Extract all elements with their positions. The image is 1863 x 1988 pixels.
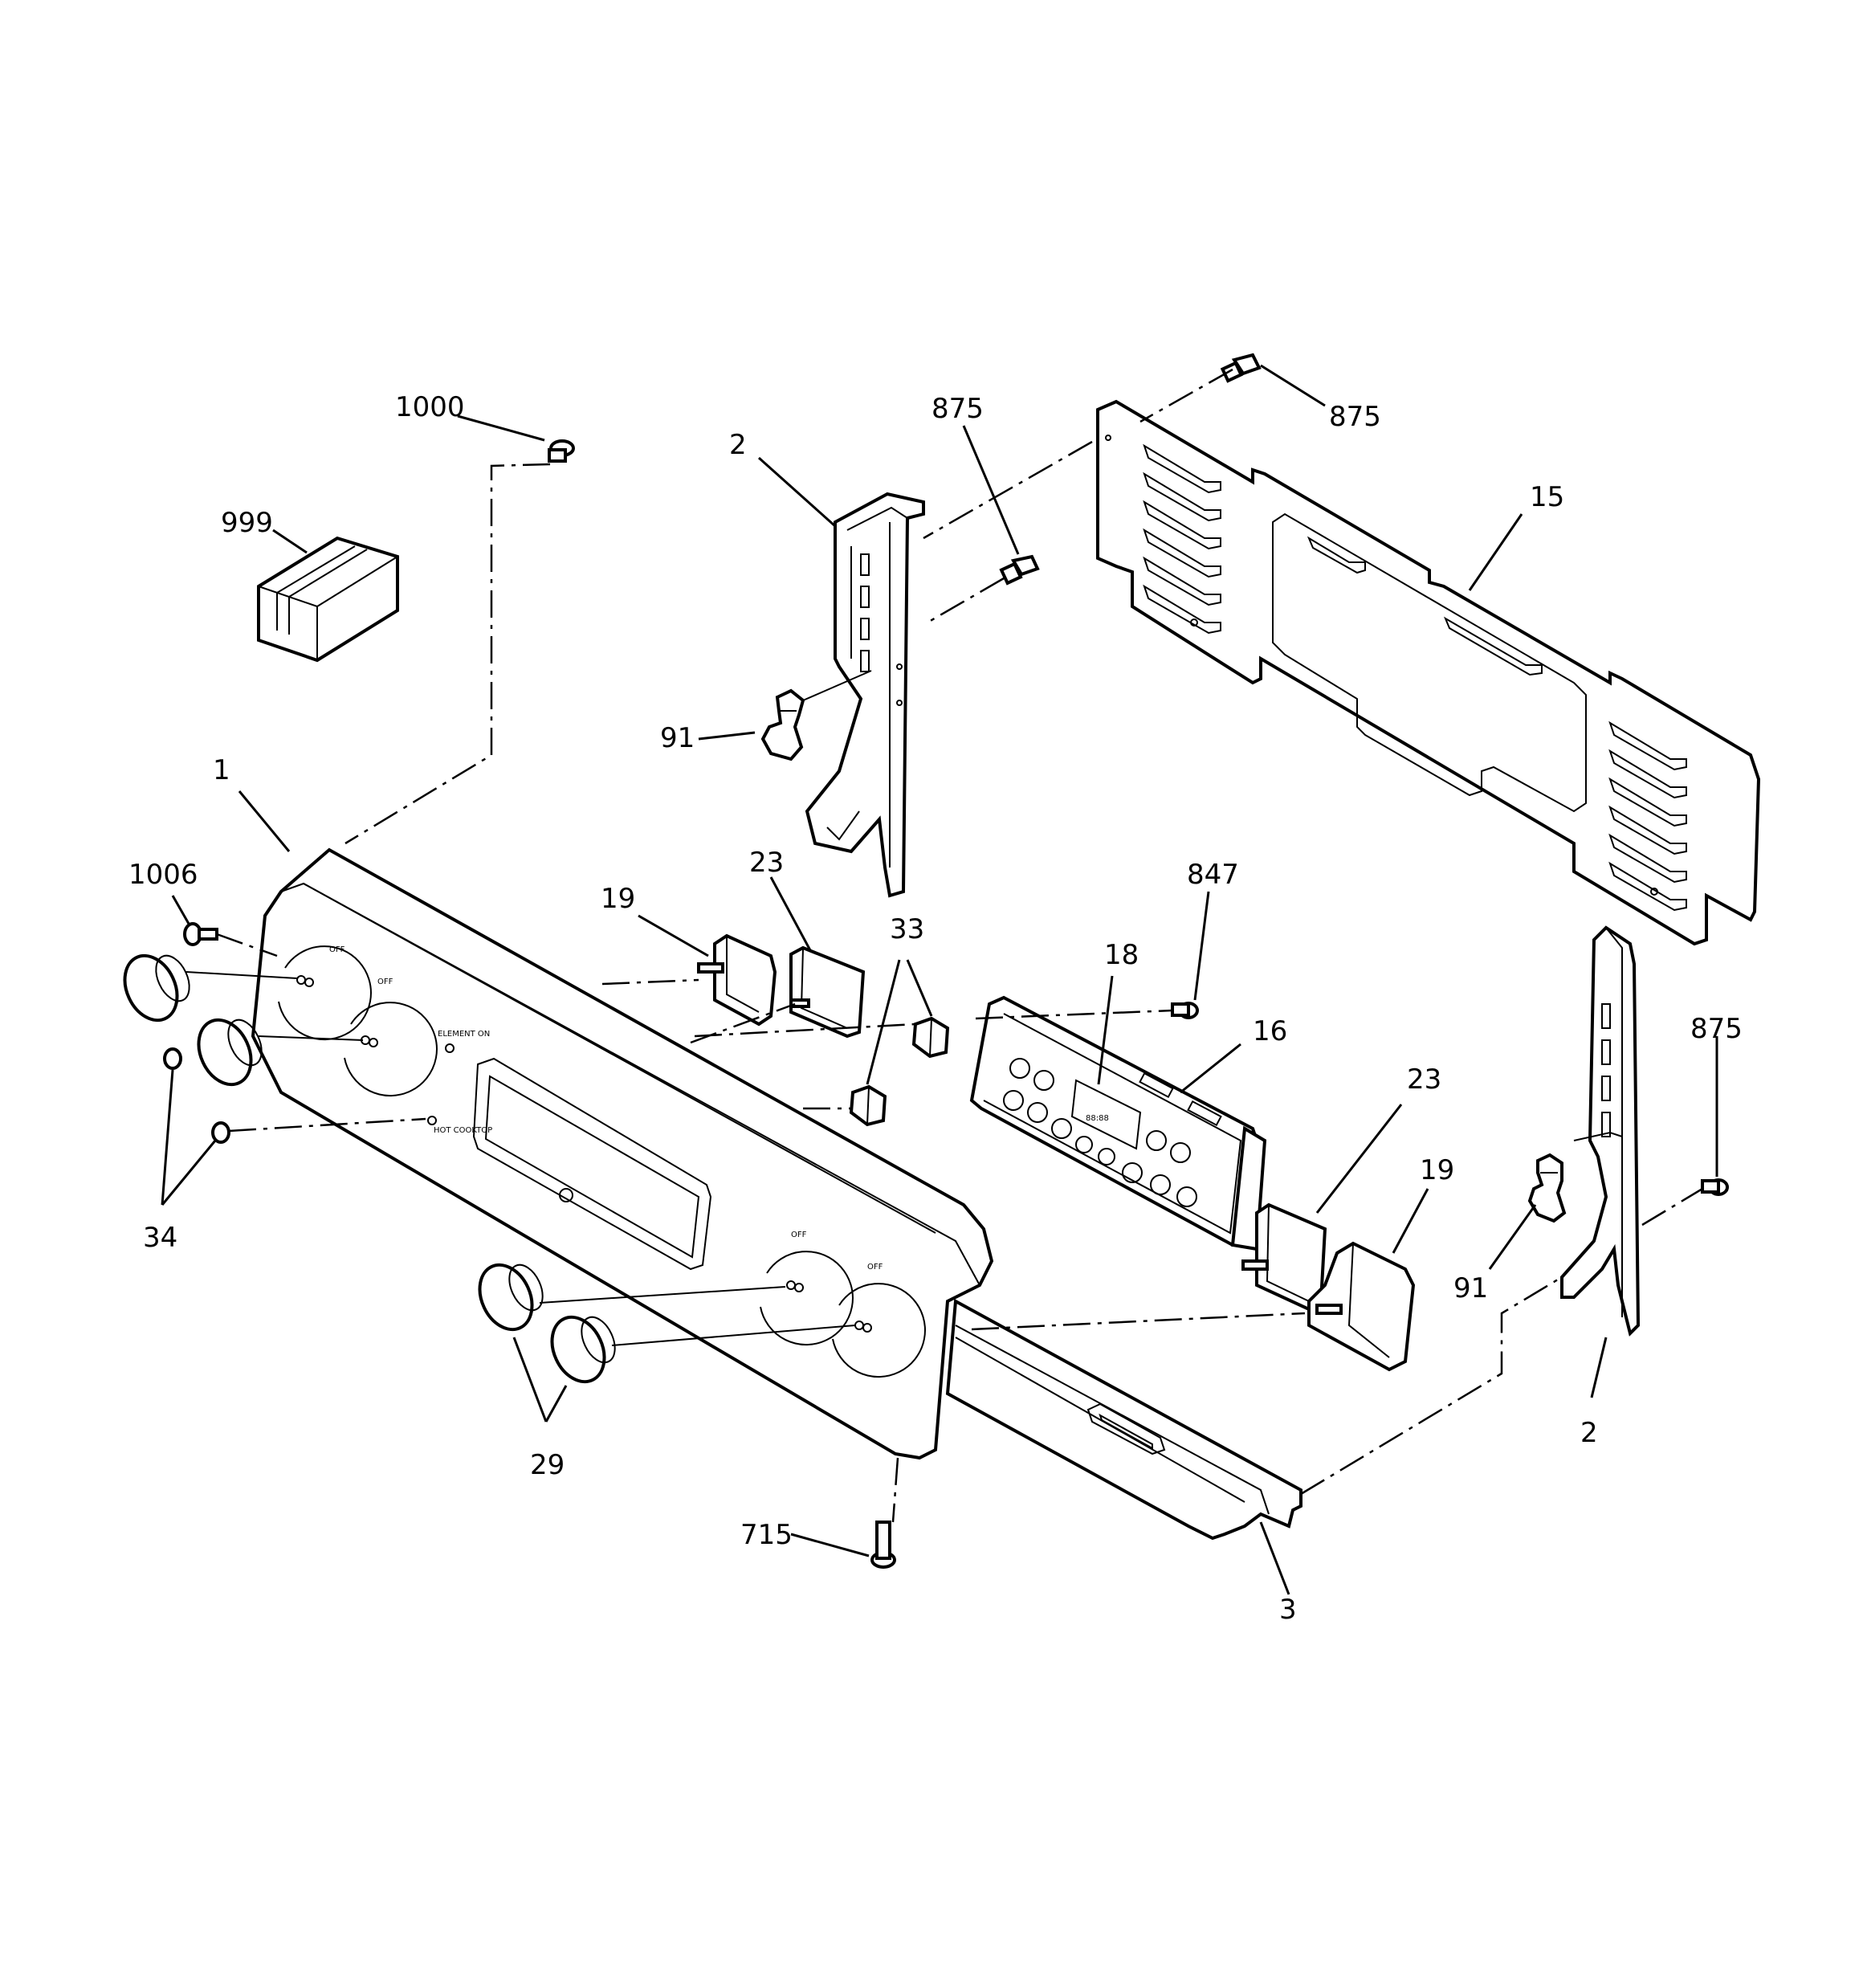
part-1-control-panel: OFF OFF OFF OFF ELEMENT ON HOT COOKTOP <box>251 847 1302 1541</box>
callout-2-right: 2 <box>1580 1417 1598 1449</box>
callout-1: 1 <box>213 754 230 786</box>
callout-23-left: 23 <box>749 847 784 879</box>
svg-text:88:88: 88:88 <box>1086 1114 1109 1123</box>
callout-2-left: 2 <box>729 429 747 461</box>
callout-91-right: 91 <box>1453 1272 1488 1304</box>
part-715-screw <box>870 1457 899 1569</box>
callout-715: 715 <box>740 1519 793 1551</box>
part-23-switch-left <box>690 945 866 1044</box>
callout-847: 847 <box>1187 859 1239 891</box>
part-875-screw-c <box>1701 1178 1729 1196</box>
part-1000-screw <box>344 439 575 845</box>
leader-lines <box>161 364 1718 1595</box>
part-875-screw-b <box>1220 353 1262 383</box>
part-15-back-panel <box>1096 399 1761 946</box>
callout-15: 15 <box>1530 481 1564 513</box>
part-2-end-cap-right <box>1560 925 1703 1337</box>
part-999-box <box>257 536 399 663</box>
svg-text:OFF: OFF <box>791 1231 807 1239</box>
callout-33: 33 <box>890 913 924 945</box>
callout-875-a: 875 <box>932 393 984 425</box>
part-29-knobs <box>123 953 856 1384</box>
part-16-control-board: 88:88 <box>969 995 1267 1251</box>
callout-34: 34 <box>143 1222 177 1254</box>
part-19-switch-right <box>971 1241 1416 1372</box>
callout-1000: 1000 <box>395 391 465 423</box>
callout-19-left: 19 <box>601 883 635 915</box>
part-91-clip-left <box>760 670 872 761</box>
callout-18: 18 <box>1104 939 1139 971</box>
callout-875-b: 875 <box>1329 401 1381 433</box>
svg-text:OFF: OFF <box>377 978 393 986</box>
part-847-screw <box>1171 1002 1199 1019</box>
svg-text:OFF: OFF <box>867 1263 883 1272</box>
part-875-screw-a <box>999 554 1040 586</box>
callout-875-c: 875 <box>1690 1013 1743 1045</box>
part-34-grommets <box>163 1047 426 1144</box>
callout-999: 999 <box>221 507 273 539</box>
callout-29: 29 <box>530 1449 565 1481</box>
callout-3: 3 <box>1279 1594 1297 1626</box>
callout-labels: 1000 999 2 875 875 15 91 1 1006 19 23 33… <box>128 391 1743 1626</box>
part-23-switch-right <box>1241 1202 1327 1312</box>
callout-19-right: 19 <box>1420 1154 1454 1186</box>
svg-text:OFF: OFF <box>329 945 345 954</box>
callout-16: 16 <box>1253 1015 1287 1047</box>
part-19-switch-left <box>601 933 777 1027</box>
part-33-indicator-lamps <box>694 1016 950 1127</box>
callout-1006: 1006 <box>128 859 198 891</box>
part-2-end-cap-left <box>805 492 925 898</box>
part-1006-screw <box>183 922 278 957</box>
callout-23-right: 23 <box>1407 1063 1441 1096</box>
svg-text:ELEMENT ON: ELEMENT ON <box>438 1030 490 1039</box>
svg-text:HOT COOKTOP: HOT COOKTOP <box>434 1126 492 1135</box>
callout-91-left: 91 <box>660 722 695 754</box>
part-91-clip-right <box>1527 1153 1567 1223</box>
